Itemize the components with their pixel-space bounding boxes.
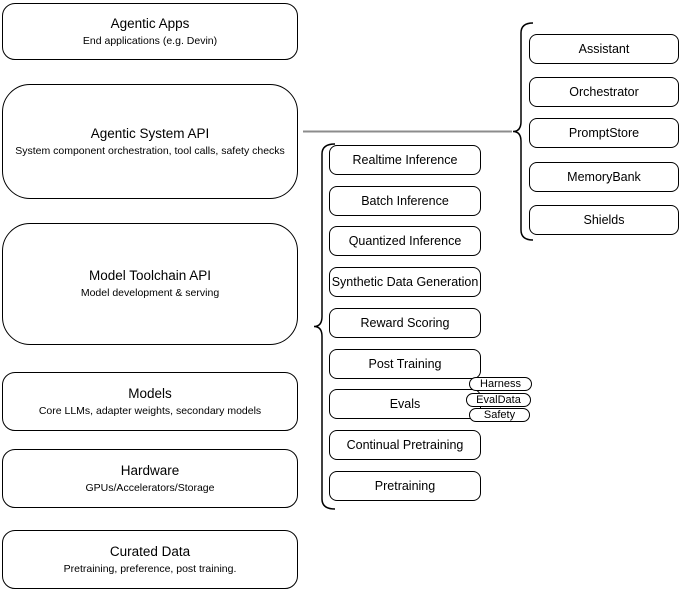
layer-subtitle: End applications (e.g. Devin) <box>82 34 218 47</box>
system-item-assistant: Assistant <box>529 34 679 64</box>
evals-tag-harness: Harness <box>469 377 532 391</box>
layer-title: Agentic System API <box>90 125 210 141</box>
layer-subtitle: Model development & serving <box>80 287 220 299</box>
layer-subtitle: Core LLMs, adapter weights, secondary mo… <box>38 404 262 417</box>
layer-subtitle: System component orchestration, tool cal… <box>15 144 285 157</box>
toolchain-item-synthetic-data-generation: Synthetic Data Generation <box>329 267 481 297</box>
layer-subtitle: Pretraining, preference, post training. <box>63 562 237 575</box>
system-item-orchestrator: Orchestrator <box>529 77 679 107</box>
toolchain-item-batch-inference: Batch Inference <box>329 186 481 216</box>
layer-title: Models <box>128 385 172 401</box>
toolchain-group-brace <box>313 143 336 510</box>
system-item-shields: Shields <box>529 205 679 235</box>
layer-title: Curated Data <box>109 543 191 559</box>
layer-box-agentic-apps: Agentic Apps End applications (e.g. Devi… <box>2 3 298 60</box>
evals-tag-safety: Safety <box>469 408 530 422</box>
evals-tag-evaldata: EvalData <box>466 393 531 407</box>
layer-title: Hardware <box>120 462 180 478</box>
layer-box-model-toolchain-api: Model Toolchain API Model development & … <box>2 223 298 345</box>
layer-subtitle: GPUs/Accelerators/Storage <box>85 481 215 494</box>
toolchain-item-realtime-inference: Realtime Inference <box>329 145 481 175</box>
toolchain-item-pretraining: Pretraining <box>329 471 481 501</box>
toolchain-item-evals: Evals <box>329 389 481 419</box>
system-item-promptstore: PromptStore <box>529 118 679 148</box>
layer-title: Agentic Apps <box>110 15 190 31</box>
layer-box-hardware: Hardware GPUs/Accelerators/Storage <box>2 449 298 508</box>
layer-box-agentic-system-api: Agentic System API System component orch… <box>2 84 298 199</box>
layer-box-curated-data: Curated Data Pretraining, preference, po… <box>2 530 298 589</box>
toolchain-item-continual-pretraining: Continual Pretraining <box>329 430 481 460</box>
toolchain-item-quantized-inference: Quantized Inference <box>329 226 481 256</box>
toolchain-item-post-training: Post Training <box>329 349 481 379</box>
system-item-memorybank: MemoryBank <box>529 162 679 192</box>
layer-box-models: Models Core LLMs, adapter weights, secon… <box>2 372 298 431</box>
layer-title: Model Toolchain API <box>88 268 212 283</box>
system-group-brace <box>512 22 534 241</box>
toolchain-item-reward-scoring: Reward Scoring <box>329 308 481 338</box>
